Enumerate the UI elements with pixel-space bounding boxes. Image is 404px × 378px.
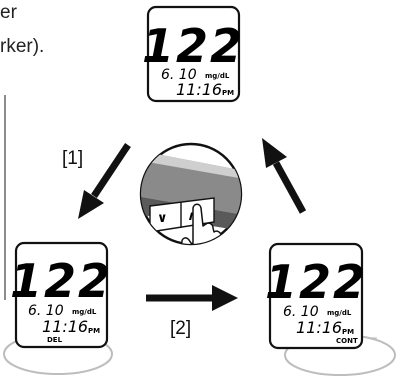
time-readout: 11:16 <box>42 317 88 336</box>
time-readout: 11:16 <box>296 318 342 337</box>
glucose-reading: 122 <box>142 19 244 73</box>
meter-screen-delete: 122 6. 10 mg/dL 11:16 PM DEL <box>3 241 113 375</box>
down-left-arrow-icon <box>78 143 131 219</box>
delete-tag: DEL <box>47 336 63 344</box>
glucose-reading: 122 <box>265 255 367 309</box>
unit-label: mg/dL <box>205 72 230 80</box>
time-readout: 11:16 <box>176 80 222 99</box>
unit-label: mg/dL <box>327 309 352 317</box>
svg-text:∨: ∨ <box>157 211 168 226</box>
screen-frame <box>146 5 241 103</box>
unit-label: mg/dL <box>72 308 97 316</box>
intro-text-fragment-1: er <box>0 2 17 23</box>
date-readout: 6. 10 <box>28 303 64 319</box>
meter-screen-top: 122 6. 10 mg/dL 11:16 PM <box>142 5 244 103</box>
ampm-label: PM <box>88 327 100 335</box>
up-left-arrow-icon <box>262 138 307 214</box>
screen-frame <box>268 242 364 350</box>
intro-text-fragment-2: rker). <box>0 36 45 57</box>
hand-pressing-button-icon: ∨ ∧ <box>139 142 243 246</box>
meter-screen-continue: 122 6. 10 mg/dL 11:16 PM CONT <box>265 242 396 376</box>
continue-tag: CONT <box>336 337 358 345</box>
ampm-label: PM <box>222 89 234 97</box>
ampm-label: PM <box>342 328 354 336</box>
glucose-reading: 122 <box>10 254 112 308</box>
step-2-label: [2] <box>170 318 192 339</box>
right-arrow-icon <box>146 285 238 311</box>
date-readout: 6. 10 <box>283 304 319 320</box>
step-1-label: [1] <box>62 148 84 169</box>
date-readout: 6. 10 <box>161 67 197 83</box>
screen-frame <box>14 241 109 349</box>
